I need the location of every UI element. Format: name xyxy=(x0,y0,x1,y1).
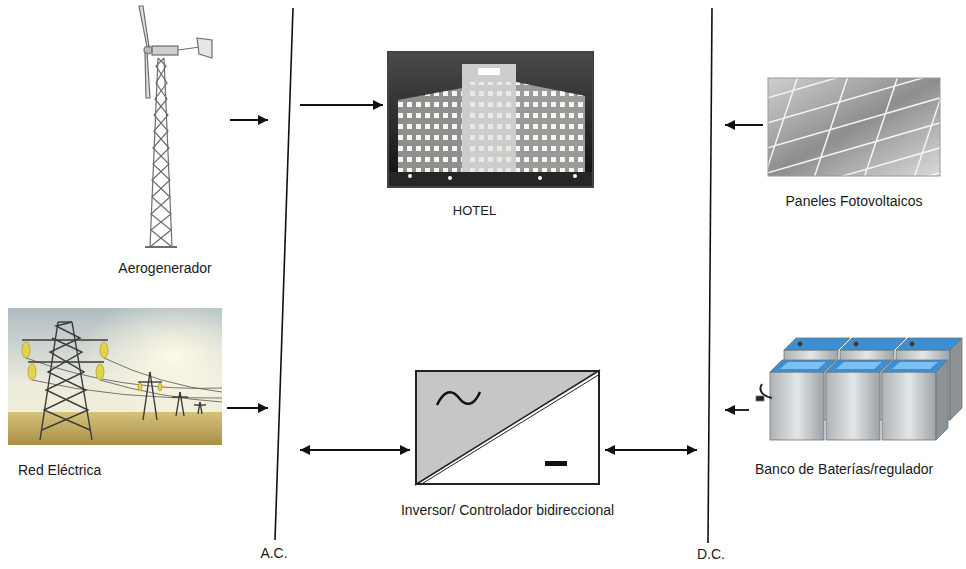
node-caption: Banco de Baterías/regulador xyxy=(755,461,933,478)
dc-bus-shape xyxy=(702,8,720,543)
flow-arrow xyxy=(227,407,268,409)
battery-node: Banco de Baterías/regulador xyxy=(754,312,960,478)
flow-arrow xyxy=(605,449,697,451)
flow-arrow xyxy=(230,119,268,121)
flow-arrow xyxy=(300,449,410,451)
solar-panel-node: Paneles Fotovoltaicos xyxy=(768,78,940,210)
node-caption: Paneles Fotovoltaicos xyxy=(786,193,923,210)
ac-bus-shape xyxy=(273,8,295,540)
node-caption: A.C. xyxy=(260,545,287,562)
solar-panel-photo xyxy=(760,45,966,225)
node-caption: Aerogenerador xyxy=(118,260,211,277)
bus-line-stroke xyxy=(708,8,712,543)
dc-bus: D.C. xyxy=(702,8,720,563)
inverter-box-shape xyxy=(415,370,600,485)
bus-line xyxy=(273,8,295,540)
flow-arrow xyxy=(725,124,763,126)
battery-node-shape xyxy=(754,312,960,442)
bus-line xyxy=(702,8,720,543)
power-grid-photo xyxy=(8,308,222,445)
bus-line-stroke xyxy=(275,8,293,540)
wind-turbine-node: Aerogenerador xyxy=(105,8,225,277)
battery-bank-drawing xyxy=(756,338,962,440)
hotel-photo xyxy=(388,52,593,187)
node-caption: HOTEL xyxy=(453,203,496,219)
hotel-node: HOTEL xyxy=(388,52,593,219)
grid-node: Red Eléctrica xyxy=(8,308,222,479)
grid-node-shape xyxy=(8,308,222,445)
flow-arrow xyxy=(300,104,383,106)
inverter-box: Inversor/ Controlador bidireccional xyxy=(415,370,600,519)
flow-arrow xyxy=(725,409,749,411)
node-caption: Inversor/ Controlador bidireccional xyxy=(401,502,614,519)
solar-panel-node-shape xyxy=(768,78,940,176)
ac-bus: A.C. xyxy=(273,8,295,562)
wind-turbine-drawing xyxy=(139,6,212,247)
inverter-symbol xyxy=(415,370,600,485)
node-caption: Red Eléctrica xyxy=(18,462,101,479)
wind-turbine-node-shape xyxy=(105,8,225,248)
node-caption: D.C. xyxy=(697,546,725,563)
hotel-node-shape xyxy=(388,52,593,187)
